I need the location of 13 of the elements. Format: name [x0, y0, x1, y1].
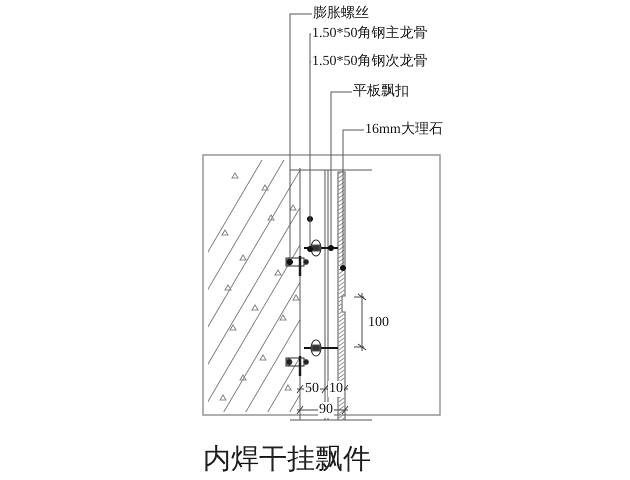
dimension-text: 90 — [318, 402, 334, 418]
callout-text: 1.50*50角钢次龙骨 — [312, 54, 428, 70]
leader-line — [287, 14, 312, 265]
leader-line — [307, 34, 313, 222]
callout-text: 1.50*50角钢主龙骨 — [312, 26, 428, 42]
callout-text: 16mm大理石 — [365, 122, 443, 138]
leader-line — [307, 62, 313, 252]
callout-text: 平板飘扣 — [353, 84, 409, 100]
dimension-text: 10 — [328, 381, 344, 397]
callout-text: 膨胀螺丝 — [313, 6, 369, 22]
drawing-title: 内焊干挂飘件 — [203, 444, 371, 476]
leader-line — [328, 92, 352, 251]
leader-line — [340, 130, 364, 271]
